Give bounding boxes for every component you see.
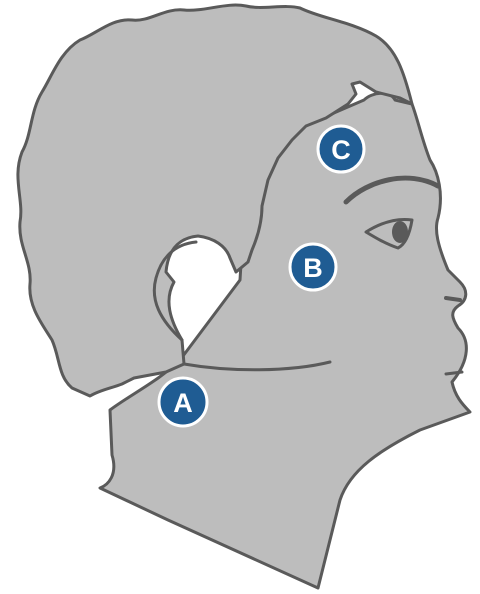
marker-a: A xyxy=(159,378,207,426)
marker-b: B xyxy=(290,244,336,290)
marker-a-label: A xyxy=(173,388,193,418)
marker-b-label: B xyxy=(303,253,323,283)
marker-c-label: C xyxy=(331,135,351,165)
eye-iris xyxy=(392,221,408,243)
mouth xyxy=(446,372,462,374)
marker-c: C xyxy=(318,126,364,172)
nostril xyxy=(446,298,460,300)
